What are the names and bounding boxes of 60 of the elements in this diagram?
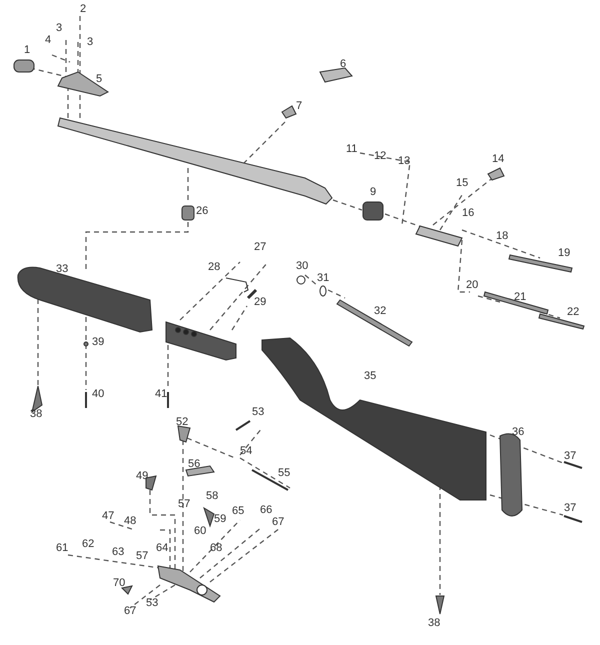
callout-number: 33 [56, 263, 68, 275]
callout-number: 63 [112, 546, 124, 558]
callout-number: 29 [254, 296, 266, 308]
callout-number: 67 [272, 516, 284, 528]
callout-number: 22 [567, 306, 580, 318]
callout-number: 61 [56, 542, 68, 554]
callout-number: 13 [398, 155, 410, 167]
callout-number: 38 [30, 408, 42, 420]
callout-number: 66 [260, 504, 272, 516]
callout-number: 19 [558, 247, 570, 259]
callout-number: 18 [496, 230, 508, 242]
callout-number: 16 [462, 207, 474, 219]
callout-number: 62 [82, 538, 94, 550]
callout-number: 41 [155, 388, 168, 400]
callout-number: 35 [364, 370, 376, 382]
callout-number: 1 [24, 44, 30, 56]
callout-number: 31 [317, 272, 330, 284]
callout-number: 3 [56, 22, 62, 34]
callout-number: 30 [296, 260, 308, 272]
callout-number: 27 [254, 241, 266, 253]
callout-number: 58 [206, 490, 218, 502]
callout-number: 55 [278, 467, 290, 479]
callout-number: 2 [80, 3, 86, 15]
callout-number: 26 [196, 205, 208, 217]
callout-number: 68 [210, 542, 222, 554]
callout-number: 21 [514, 291, 526, 303]
callout-number: 9 [370, 186, 376, 198]
callout-number: 15 [456, 177, 468, 189]
callout-number: 56 [188, 458, 200, 470]
callout-number: 6 [340, 58, 346, 70]
callout-number: 3 [87, 36, 94, 48]
callout-number: 7 [296, 100, 302, 112]
callout-number: 48 [124, 515, 136, 527]
callout-number: 5 [96, 73, 102, 85]
callout-number: 70 [113, 577, 126, 589]
callout-number: 20 [466, 279, 478, 291]
callout-number: 60 [194, 525, 206, 537]
callout-number: 4 [45, 34, 52, 46]
callout-number: 12 [374, 150, 386, 162]
callout-number: 32 [374, 305, 386, 317]
callout-number: 36 [512, 426, 524, 438]
callout-number: 39 [92, 336, 104, 348]
callout-number: 64 [156, 542, 168, 554]
callout-number: 67 [124, 605, 136, 617]
callout-number: 53 [252, 406, 264, 418]
callout-number: 37 [564, 450, 576, 462]
callout-number: 38 [428, 617, 440, 629]
callout-number: 57 [136, 550, 148, 562]
callout-number: 14 [492, 153, 504, 165]
callout-number: 52 [176, 416, 188, 428]
callout-number: 11 [346, 143, 358, 155]
callout-number: 53 [146, 597, 158, 609]
callout-number: 47 [102, 510, 114, 522]
callout-number: 65 [232, 505, 244, 517]
callout-number: 28 [208, 261, 220, 273]
callout-number: 54 [240, 445, 252, 457]
callout-number: 37 [564, 502, 576, 514]
callout-number: 59 [214, 513, 226, 525]
callout-number: 40 [92, 388, 104, 400]
callout-number: 57 [178, 498, 190, 510]
